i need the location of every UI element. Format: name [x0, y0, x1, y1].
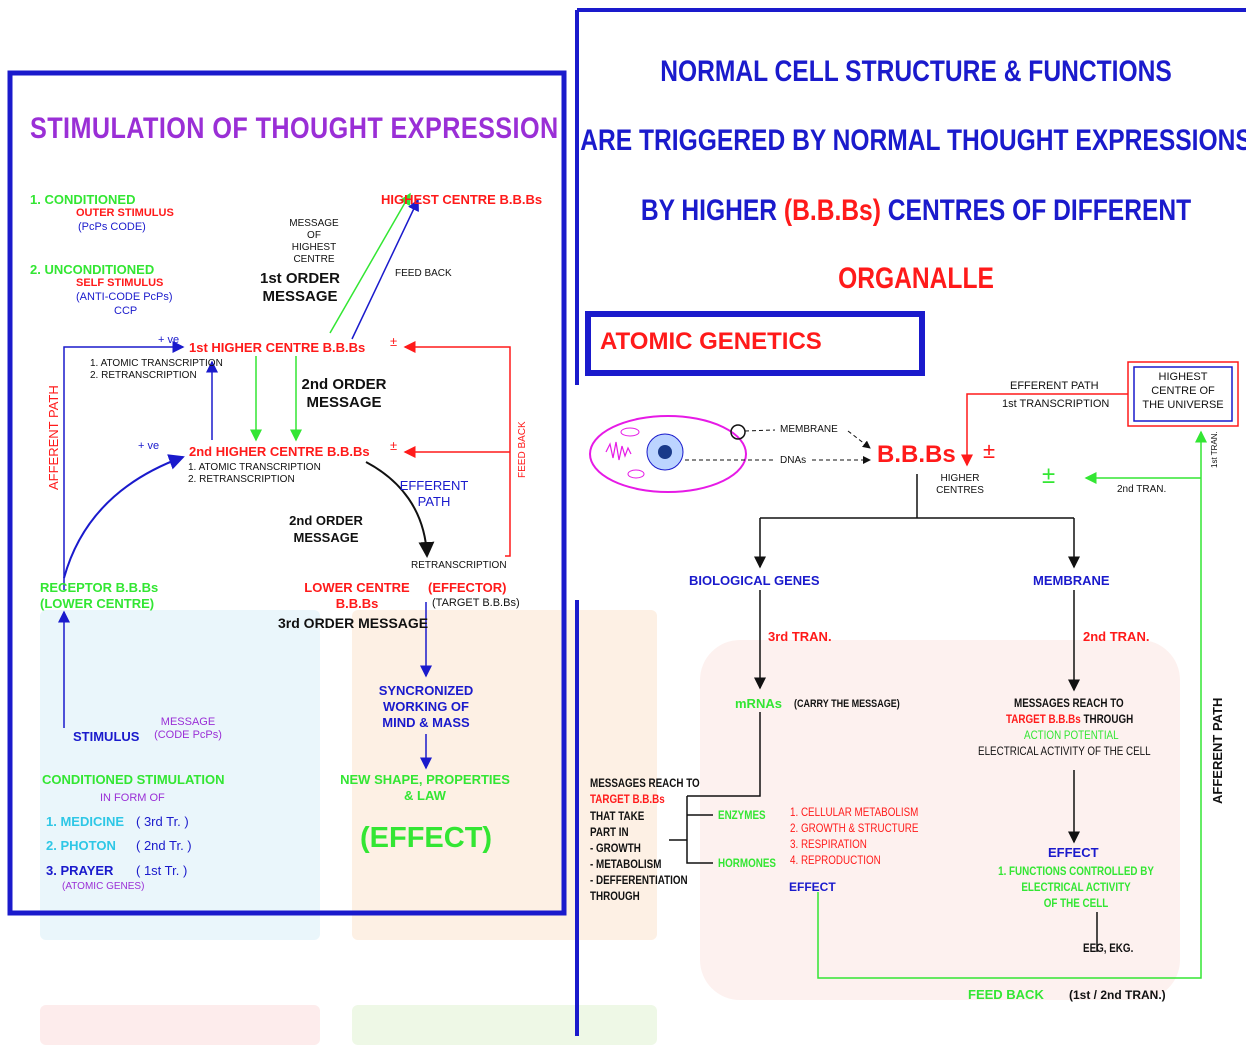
feed-back-tran-label: (1st / 2nd TRAN.) [1069, 988, 1166, 1002]
anti-code-label: (ANTI-CODE PcPs) [76, 291, 173, 303]
effect-left-label: EFFECT [789, 880, 836, 894]
heading-line-3: BY HIGHER (B.B.Bs) CENTRES OF DIFFERENT [640, 194, 1192, 227]
retranscription-1: 2. RETRANSCRIPTION [90, 370, 197, 381]
biological-genes-node: BIOLOGICAL GENES [689, 573, 820, 588]
efferent-path-label: EFFERENT PATH [399, 478, 469, 509]
plus-minus-b: ± [1042, 462, 1056, 489]
photon-label: 2. PHOTON [46, 838, 116, 853]
effector-label: (EFFECTOR) [428, 580, 507, 595]
atomic-transcription-2: 1. ATOMIC TRANSCRIPTION [188, 462, 321, 473]
unconditioned-label: 2. UNCONDITIONED [30, 262, 155, 277]
plus-minus-2: ± [390, 438, 398, 453]
plus-minus-a: ± [983, 438, 996, 463]
first-order-message: 1st ORDER MESSAGE [259, 270, 341, 305]
feed-back-label: FEED BACK [968, 987, 1044, 1002]
heading-line-2: ARE TRIGGERED BY NORMAL THOUGHT EXPRESSI… [580, 124, 1246, 157]
second-tran-top: 2nd TRAN. [1117, 484, 1167, 495]
heading-line-4: ORGANALLE [838, 262, 994, 295]
stimulus-label: STIMULUS [73, 729, 140, 744]
new-shape-label: NEW SHAPE, PROPERTIES & LAW [340, 772, 510, 803]
first-higher-centre: 1st HIGHER CENTRE B.B.Bs [189, 340, 366, 355]
effect-label: (EFFECT) [360, 822, 493, 854]
eeg-ekg-label: EEG, EKG. [1083, 941, 1134, 955]
medicine-label: 1. MEDICINE [46, 814, 125, 829]
efferent-path-right-label: EFFERENT PATH [1010, 380, 1099, 392]
ccp-label: CCP [114, 305, 138, 317]
feed-back-top-label: FEED BACK [395, 268, 452, 279]
messages-reach-to-left: MESSAGES REACH TO [590, 776, 700, 790]
highest-centre-universe: HIGHEST CENTRE OF THE UNIVERSE [1142, 371, 1224, 411]
membrane-pointer-label: MEMBRANE [780, 424, 838, 435]
hormones-label: HORMONES [718, 856, 776, 870]
plus-ve-2: + ve [138, 440, 160, 452]
functions-controlled-label: 1. FUNCTIONS CONTROLLED BY ELECTRICAL AC… [998, 864, 1154, 910]
functions-list: 1. CELLULAR METABOLISM 2. GROWTH & STRUC… [790, 805, 919, 867]
carry-message-label: (CARRY THE MESSAGE) [794, 698, 900, 710]
plus-ve-1: + ve [158, 334, 180, 346]
messages-reach-to-right: MESSAGES REACH TO [1014, 696, 1124, 710]
mrnas-node: mRNAs [735, 696, 782, 711]
first-tran-vertical: 1st TRAN. [1210, 431, 1219, 468]
afferent-path-vertical: AFFERENT PATH [46, 385, 61, 490]
left-panel-title: STIMULATION OF THOUGHT EXPRESSION [30, 112, 559, 145]
effect-right-label: EFFECT [1048, 845, 1099, 860]
third-order-message: 3rd ORDER MESSAGE [278, 615, 429, 631]
medicine-tr: ( 3rd Tr. ) [136, 814, 189, 829]
afferent-path-right-vertical: AFFERENT PATH [1210, 697, 1225, 804]
target-bbbs-label: (TARGET B.B.Bs) [432, 597, 520, 609]
third-tran-label: 3rd TRAN. [768, 629, 832, 644]
target-bbbs-through: TARGET B.B.Bs THROUGH [1006, 712, 1134, 726]
lower-centre-label: LOWER CENTRE B.B.Bs [304, 580, 410, 611]
prayer-tr: ( 1st Tr. ) [136, 863, 188, 878]
message-code-label: MESSAGE (CODE PcPs) [154, 716, 222, 741]
watermark-shape [40, 610, 320, 940]
atomic-genetics-title: ATOMIC GENETICS [600, 328, 822, 355]
heading-line-1: NORMAL CELL STRUCTURE & FUNCTIONS [660, 55, 1172, 88]
retranscription-low: RETRANSCRIPTION [411, 560, 507, 571]
electrical-activity-label: ELECTRICAL ACTIVITY OF THE CELL [978, 744, 1151, 758]
syncronized-label: SYNCRONIZED WORKING OF MIND & MASS [378, 683, 474, 730]
receptor-label: RECEPTOR B.B.Bs (LOWER CENTRE) [40, 580, 159, 611]
membrane-node: MEMBRANE [1033, 573, 1110, 588]
first-transcription-label: 1st TRANSCRIPTION [1002, 398, 1110, 410]
prayer-label: 3. PRAYER [46, 863, 114, 878]
enzymes-label: ENZYMES [718, 808, 766, 822]
retranscription-2: 2. RETRANSCRIPTION [188, 474, 295, 485]
self-stimulus-label: SELF STIMULUS [76, 277, 164, 289]
atomic-transcription-1: 1. ATOMIC TRANSCRIPTION [90, 358, 223, 369]
second-tran-label: 2nd TRAN. [1083, 629, 1150, 644]
watermark-shape [352, 610, 657, 940]
second-order-message-b: 2nd ORDER MESSAGE [289, 513, 363, 545]
that-take-list: THAT TAKE PART IN - GROWTH - METABOLISM … [590, 809, 688, 903]
message-of-highest-centre: MESSAGE OF HIGHEST CENTRE [289, 218, 339, 265]
pcps-code-label: (PcPs CODE) [78, 221, 146, 233]
outer-stimulus-label: OUTER STIMULUS [76, 207, 174, 219]
conditioned-label: 1. CONDITIONED [30, 192, 136, 207]
feed-back-vertical: FEED BACK [517, 421, 528, 478]
plus-minus-1: ± [390, 334, 398, 349]
highest-centre-label: HIGHEST CENTRE B.B.Bs [381, 192, 543, 207]
action-potential-label: ACTION POTENTIAL [1024, 728, 1119, 742]
photon-tr: ( 2nd Tr. ) [136, 838, 192, 853]
target-bbbs-left: TARGET B.B.Bs [590, 792, 665, 806]
bbbs-node: B.B.Bs [877, 441, 956, 468]
second-order-message-a: 2nd ORDER MESSAGE [301, 376, 387, 411]
watermark-shape [700, 640, 1180, 1000]
higher-centres-label: HIGHER CENTRES [936, 473, 984, 496]
in-form-of-label: IN FORM OF [100, 792, 165, 804]
second-higher-centre: 2nd HIGHER CENTRE B.B.Bs [189, 444, 370, 459]
dnas-pointer-label: DNAs [780, 455, 807, 466]
atomic-genes-label: (ATOMIC GENES) [62, 881, 145, 892]
conditioned-stimulation-label: CONDITIONED STIMULATION [42, 772, 225, 787]
